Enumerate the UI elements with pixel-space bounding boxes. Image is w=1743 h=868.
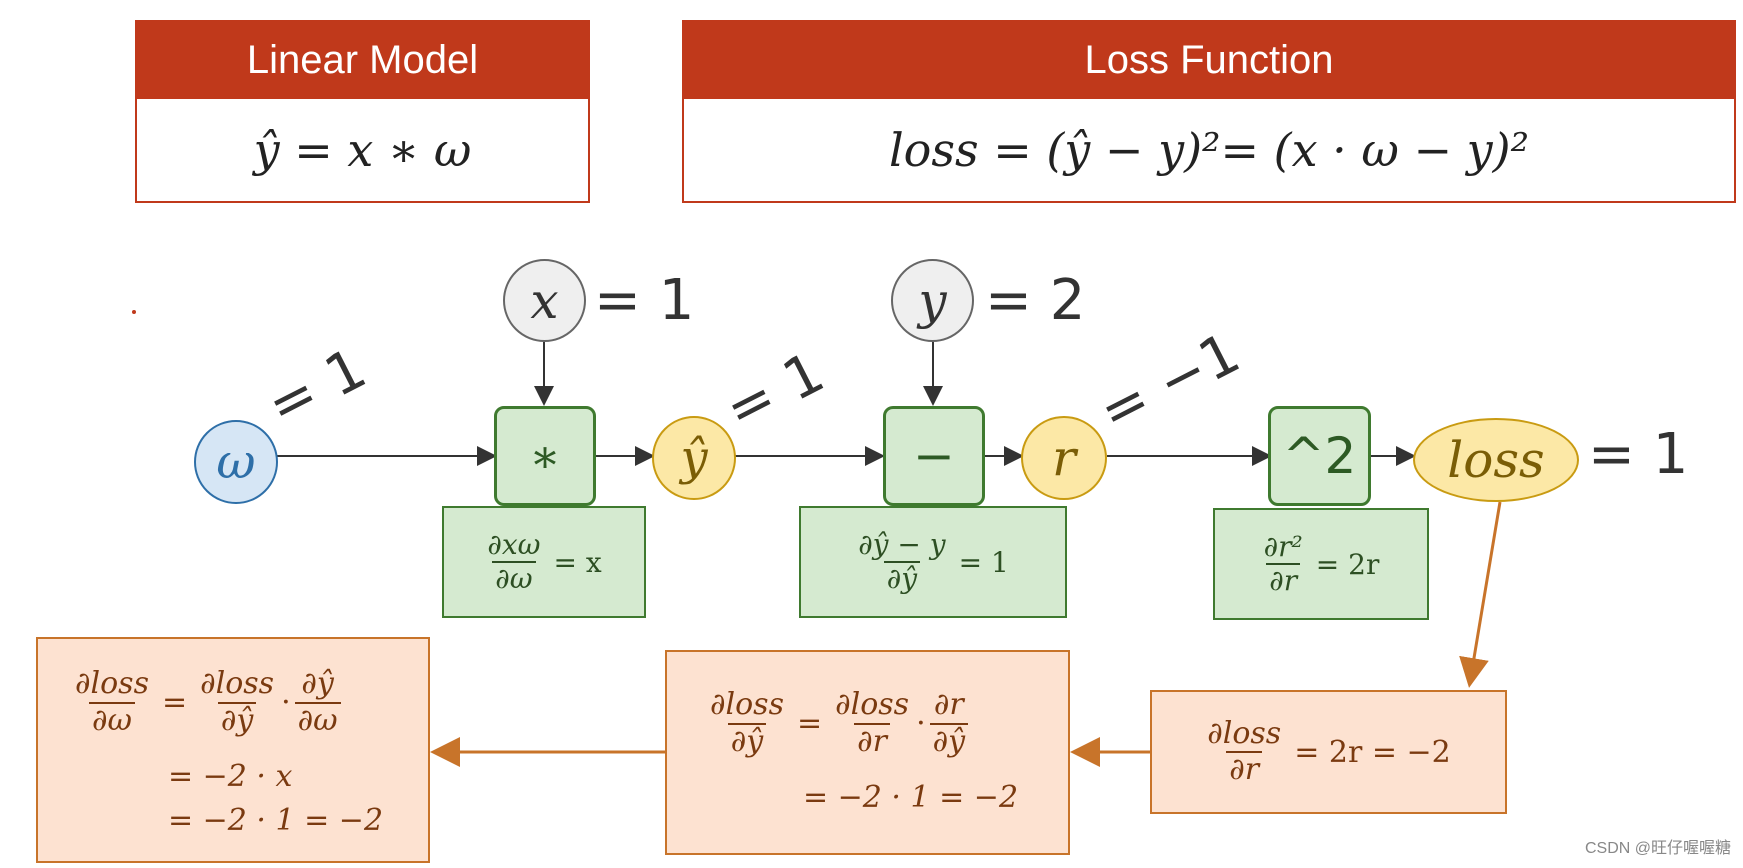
y-value: = 2 (985, 268, 1086, 333)
loss-value: = 1 (1588, 422, 1689, 487)
sq-local-derivative: ∂r²∂r = 2r (1213, 508, 1429, 620)
multiply-op: ∗ (494, 406, 596, 506)
linear-model-formula: ŷ = x ∗ ω (253, 123, 472, 177)
dloss-dw-line2: = −2 · x (168, 759, 293, 794)
square-op: ^2 (1268, 406, 1371, 506)
sub-local-derivative: ∂ŷ − y∂ŷ = 1 (799, 506, 1067, 618)
stray-dot (132, 310, 136, 314)
loss-function-box: Loss Function loss = (ŷ − y)²= (x · ω − … (682, 20, 1736, 203)
w-node: ω (194, 420, 278, 504)
dloss-dr-box: ∂loss∂r = 2r = −2 (1150, 690, 1507, 814)
linear-model-title: Linear Model (137, 22, 588, 99)
y-node: y (891, 259, 974, 342)
yhat-node: ŷ (652, 416, 736, 500)
loss-node: loss (1413, 418, 1579, 502)
x-node: x (503, 259, 586, 342)
dloss-dw-box: ∂loss∂ω = ∂loss∂ŷ · ∂ŷ∂ω = −2 · x = −2 ·… (36, 637, 430, 863)
subtract-op: − (883, 406, 985, 506)
watermark: CSDN @旺仔喔喔糖 (1584, 840, 1731, 857)
dloss-dyhat-box: ∂loss∂ŷ = ∂loss∂r · ∂r∂ŷ = −2 · 1 = −2 (665, 650, 1070, 855)
mul-local-derivative: ∂xω∂ω = x (442, 506, 646, 618)
edge-loss-backprop (1459, 501, 1502, 688)
r-node: r (1021, 416, 1107, 500)
loss-function-formula: loss = (ŷ − y)²= (x · ω − y)² (888, 123, 1530, 177)
dloss-dw-line3: = −2 · 1 = −2 (168, 803, 384, 838)
x-value: = 1 (594, 268, 695, 333)
linear-model-box: Linear Model ŷ = x ∗ ω (135, 20, 590, 203)
dloss-dyhat-result: = −2 · 1 = −2 (803, 780, 1019, 815)
loss-function-title: Loss Function (684, 22, 1734, 99)
